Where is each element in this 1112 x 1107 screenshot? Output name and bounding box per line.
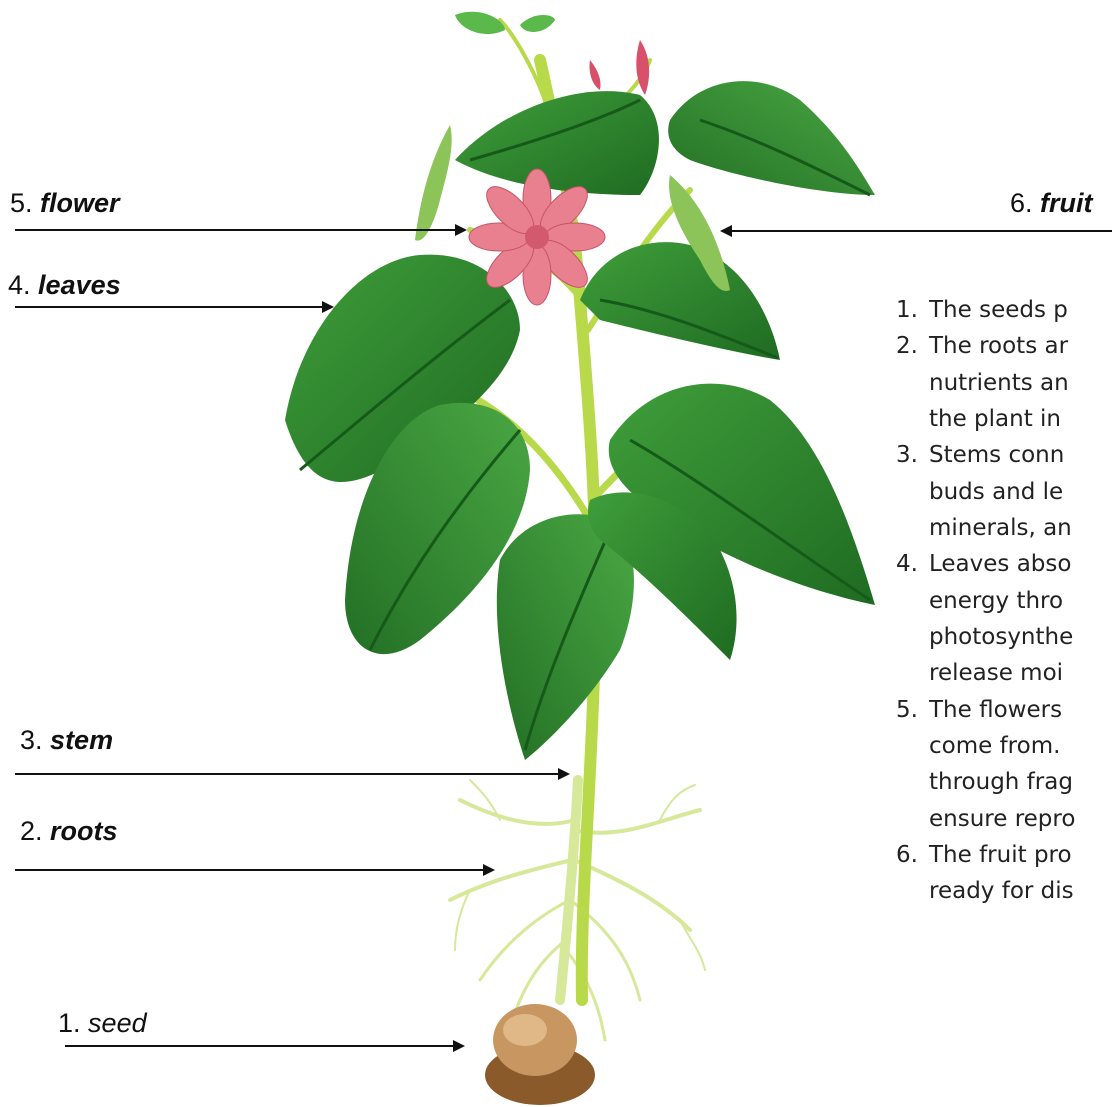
description-line: The seeds p	[929, 292, 1112, 328]
arrow-flower	[15, 229, 465, 231]
description-item-6: 6. The fruit pro ready for dis	[896, 837, 1112, 910]
description-num: 5.	[896, 692, 918, 728]
description-line: come from.	[929, 728, 1112, 764]
label-leaves-num: 4.	[8, 270, 31, 300]
label-fruit-name: fruit	[1040, 188, 1092, 218]
description-line: photosynthe	[929, 619, 1112, 655]
description-line: nutrients an	[929, 365, 1112, 401]
description-line: ensure repro	[929, 801, 1112, 837]
description-item-5: 5. The flowers come from. through frag e…	[896, 692, 1112, 837]
leaves-drawing	[285, 12, 875, 760]
description-num: 3.	[896, 437, 918, 473]
label-roots-num: 2.	[20, 816, 43, 846]
description-line: minerals, an	[929, 510, 1112, 546]
description-item-1: 1. The seeds p	[896, 292, 1112, 328]
seed-drawing	[485, 1004, 595, 1105]
label-seed: 1. seed	[58, 1010, 147, 1037]
description-line: Stems conn	[929, 437, 1112, 473]
label-seed-name: seed	[88, 1008, 147, 1038]
description-num: 1.	[896, 292, 918, 328]
label-roots: 2. roots	[20, 818, 118, 845]
arrow-stem	[15, 773, 568, 775]
label-stem-name: stem	[50, 725, 113, 755]
label-leaves: 4. leaves	[8, 272, 121, 299]
arrow-fruit	[722, 230, 1112, 232]
label-fruit-num: 6.	[1010, 188, 1033, 218]
description-line: ready for dis	[929, 873, 1112, 909]
description-line: through frag	[929, 764, 1112, 800]
flower-drawing	[469, 169, 605, 305]
description-line: The fruit pro	[929, 837, 1112, 873]
description-line: The flowers	[929, 692, 1112, 728]
description-line: buds and le	[929, 474, 1112, 510]
label-stem-num: 3.	[20, 725, 43, 755]
description-line: the plant in	[929, 401, 1112, 437]
description-num: 2.	[896, 328, 918, 364]
arrow-roots	[15, 869, 493, 871]
label-flower-num: 5.	[10, 188, 33, 218]
label-seed-num: 1.	[58, 1008, 81, 1038]
label-flower: 5. flower	[10, 190, 120, 217]
label-stem: 3. stem	[20, 727, 113, 754]
label-flower-name: flower	[40, 188, 120, 218]
description-num: 4.	[896, 546, 918, 582]
description-item-3: 3. Stems conn buds and le minerals, an	[896, 437, 1112, 546]
label-roots-name: roots	[50, 816, 118, 846]
description-line: energy thro	[929, 583, 1112, 619]
description-line: release moi	[929, 655, 1112, 691]
descriptions-list: 1. The seeds p 2. The roots ar nutrients…	[896, 292, 1112, 910]
description-item-4: 4. Leaves abso energy thro photosynthe r…	[896, 546, 1112, 691]
label-fruit: 6. fruit	[1010, 190, 1093, 217]
description-line: The roots ar	[929, 328, 1112, 364]
arrow-leaves	[15, 306, 332, 308]
description-item-2: 2. The roots ar nutrients an the plant i…	[896, 328, 1112, 437]
description-line: Leaves abso	[929, 546, 1112, 582]
label-leaves-name: leaves	[38, 270, 121, 300]
description-num: 6.	[896, 837, 918, 873]
arrow-seed	[65, 1045, 463, 1047]
